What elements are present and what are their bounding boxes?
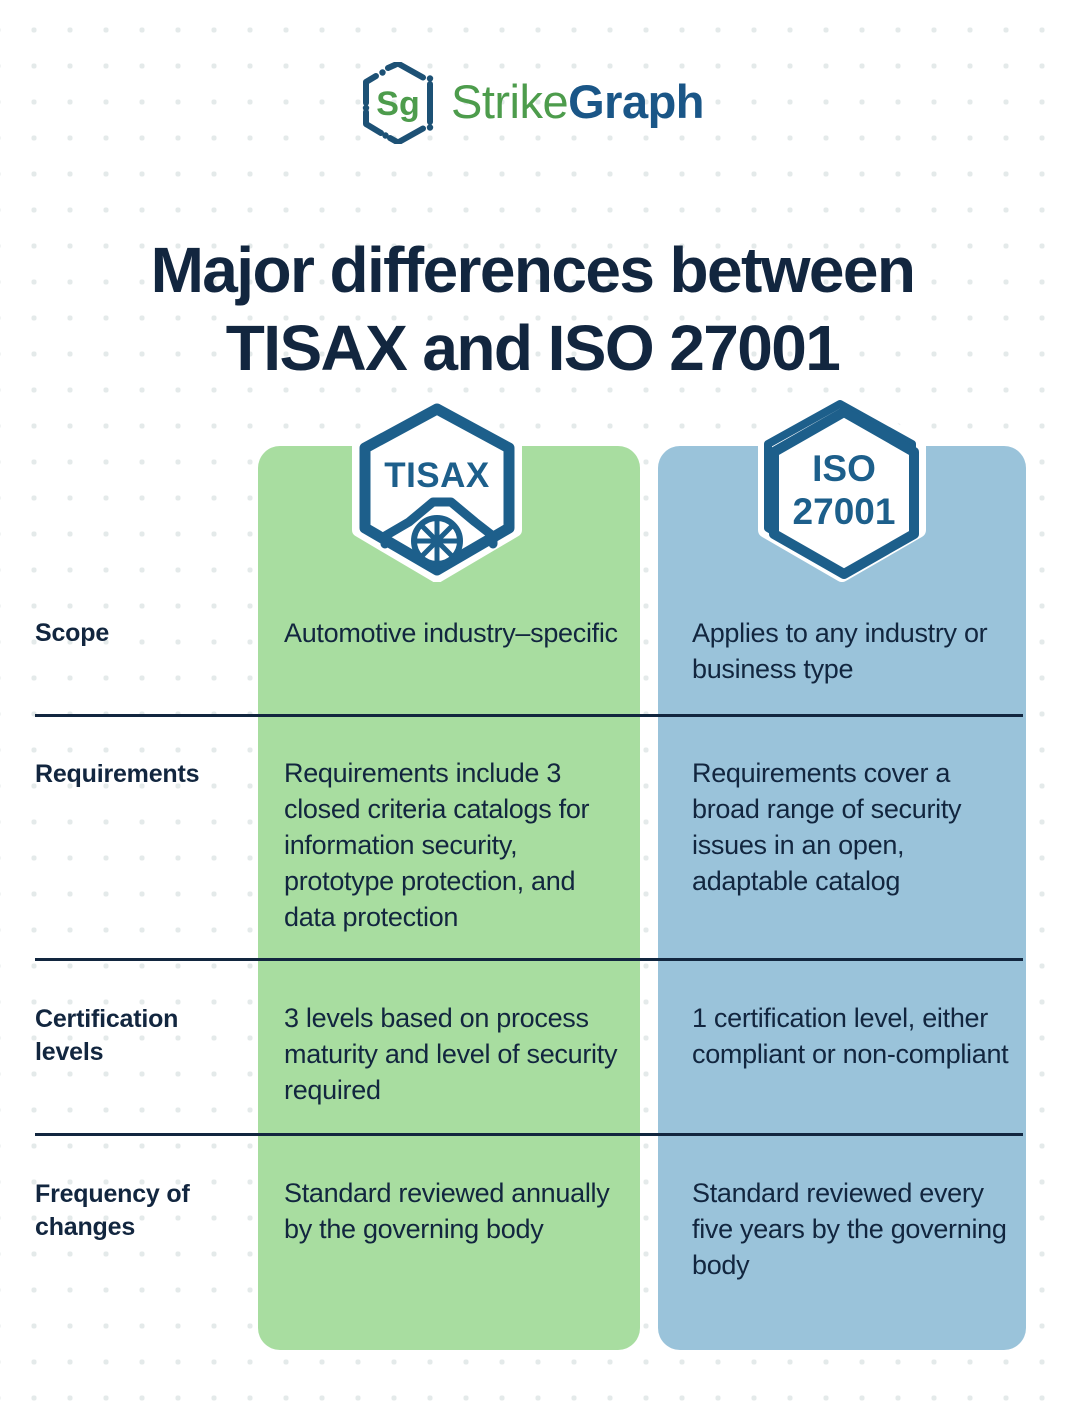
tisax-hexagon-badge-icon: TISAX <box>347 395 527 587</box>
row-scope-iso-value: Applies to any industry or business type <box>692 618 988 684</box>
row-divider <box>35 1133 1023 1136</box>
logo-wordmark-graph: Graph <box>568 74 705 128</box>
row-divider <box>35 958 1023 961</box>
logo-wordmark-strike: Strike <box>450 74 569 128</box>
row-certification-levels-iso-value: 1 certification level, either compliant … <box>692 1003 1009 1069</box>
svg-text:ISO: ISO <box>812 448 876 489</box>
page-title-line-1: Major differences between <box>150 233 916 306</box>
page-title: Major differences between TISAX and ISO … <box>0 231 1065 387</box>
row-label-requirements: Requirements <box>35 760 200 788</box>
svg-text:TISAX: TISAX <box>384 456 490 495</box>
row-frequency-of-changes-iso-value: Standard reviewed every five years by th… <box>692 1178 1007 1280</box>
logo-wordmark: StrikeGraph <box>450 74 705 129</box>
svg-text:Sg: Sg <box>376 85 419 123</box>
svg-text:27001: 27001 <box>793 491 896 532</box>
strike-graph-logo: Sg StrikeGraph <box>0 62 1065 144</box>
row-requirements-iso-value: Requirements cover a broad range of secu… <box>692 758 962 896</box>
row-certification-levels-tisax-value: 3 levels based on process maturity and l… <box>284 1003 618 1105</box>
row-label-frequency-of-changes: Frequency of changes <box>35 1180 190 1241</box>
row-label-scope: Scope <box>35 619 110 647</box>
row-requirements-tisax-value: Requirements include 3 closed criteria c… <box>284 758 590 932</box>
row-scope-tisax-value: Automotive industry–specific <box>284 618 618 648</box>
row-frequency-of-changes-tisax-value: Standard reviewed annually by the govern… <box>284 1178 610 1244</box>
hexagon-dotted-icon: Sg <box>361 62 435 144</box>
page-title-line-2: TISAX and ISO 27001 <box>225 311 841 384</box>
row-label-certification-levels: Certification levels <box>35 1005 179 1066</box>
row-divider <box>35 714 1023 717</box>
iso-hexagon-badge-icon: ISO 27001 <box>752 394 932 587</box>
